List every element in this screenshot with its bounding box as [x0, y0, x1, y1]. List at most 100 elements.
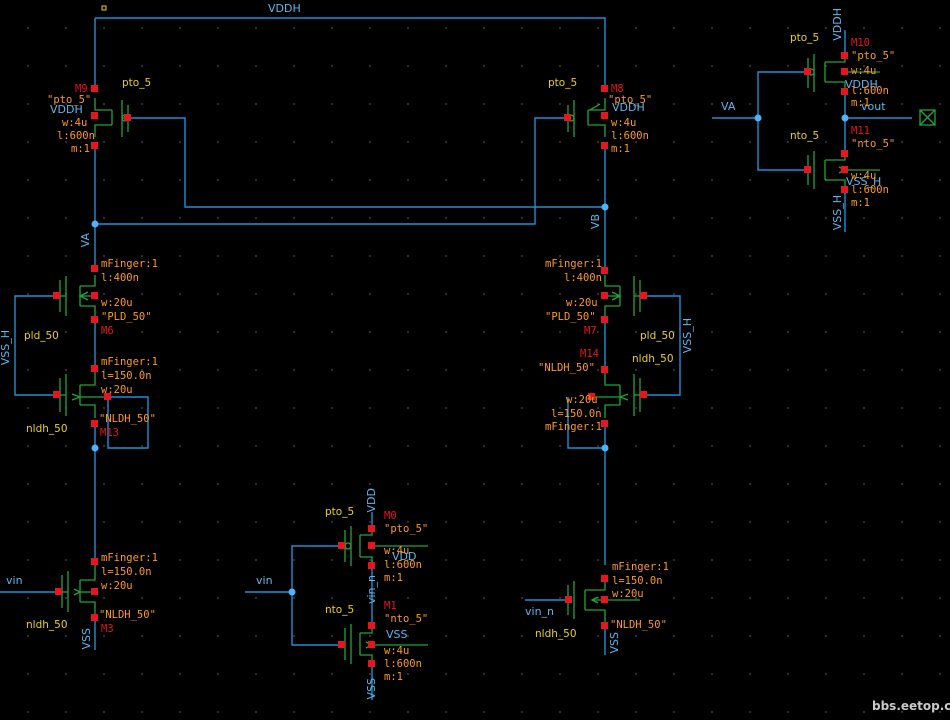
m13-length: l=150.0n: [101, 370, 152, 382]
m2-cell-label: nldh_50: [535, 628, 577, 640]
m11-width: w:4u: [851, 170, 877, 182]
m7-transistor[interactable]: [604, 275, 641, 316]
m3-cell-label: nldh_50: [26, 619, 68, 631]
va-inverter-wire[interactable]: [712, 30, 912, 232]
m7-model: "PLD_50": [545, 311, 596, 323]
net-label-vb: VB: [589, 214, 602, 230]
m9-multiplier: m:1: [71, 143, 90, 155]
m13-instance-name: M13: [100, 427, 119, 439]
m14-cell-label: nldh_50: [632, 353, 674, 365]
m1-width: w:4u: [384, 645, 410, 657]
m10-multiplier: m:1: [851, 97, 870, 109]
m2-width: w:20u: [612, 588, 644, 600]
m0-multiplier: m:1: [384, 572, 403, 584]
vout-output-pin[interactable]: [919, 109, 936, 126]
net-label-vdd-mid: VDD: [365, 488, 378, 513]
m10-cell-label: pto_5: [790, 32, 820, 44]
m7-instance-name: M7: [584, 325, 597, 337]
m7-width: w:20u: [566, 297, 598, 309]
m8-length: l:600n: [611, 130, 649, 142]
m13-model: "NLDH_50": [99, 413, 156, 425]
m1-model: "nto_5": [384, 613, 429, 625]
m11-length: l:600n: [851, 184, 889, 196]
net-label-vddh-inverter-pin: VDDH: [845, 78, 878, 91]
origin-marker: [101, 5, 107, 11]
m0-model: "pto_5": [384, 523, 429, 535]
m0-cell-label: pto_5: [325, 506, 355, 518]
m7-cell-label: pld_50: [640, 330, 675, 342]
m7-fingers: mFinger:1: [545, 258, 602, 270]
vin-mid-wire[interactable]: [245, 545, 345, 646]
net-label-vss-h-right: VSS_H: [681, 318, 694, 354]
m0-instance-name: M0: [384, 510, 397, 522]
m6-length: l:400n: [101, 272, 139, 284]
net-label-vddh-top: VDDH: [268, 2, 301, 15]
net-label-vin-mid: vin: [256, 574, 273, 587]
m1-cell-label: nto_5: [325, 604, 355, 616]
m3-length: l=150.0n: [101, 566, 152, 578]
junction-dots: [91, 114, 849, 596]
net-label-vss-h-inverter: VSS_H: [846, 175, 882, 188]
m0-length: l:600n: [384, 559, 422, 571]
m0-width: w:4u: [384, 545, 410, 557]
m10-length: l:600n: [851, 85, 889, 97]
m10-instance-name: M10: [851, 37, 870, 49]
m3-transistor[interactable]: [61, 565, 96, 615]
net-label-vss-mid-pin: VSS: [386, 628, 408, 641]
m10-width: w:4u: [851, 65, 877, 77]
net-label-vss-left: VSS: [80, 628, 93, 650]
m9-transistor[interactable]: [94, 98, 129, 137]
net-label-vss-mid-bottom: VSS: [365, 678, 378, 700]
m10-model: "pto_5": [851, 50, 896, 62]
m14-fingers: mFinger:1: [545, 421, 602, 433]
m9-model: "pto_5": [47, 94, 92, 106]
net-label-va: VA: [79, 233, 92, 248]
m9-instance-name: M9: [75, 83, 88, 95]
net-label-vss-h-left: VSS_H: [0, 330, 12, 366]
m9-width: w:4u: [62, 117, 88, 129]
m14-width: w:20u: [566, 394, 598, 406]
net-label-vin-n-right: vin_n: [525, 605, 555, 618]
m2-length: l=150.0n: [612, 575, 663, 587]
vddh-wire[interactable]: [94, 17, 606, 88]
m8-transistor[interactable]: [567, 98, 606, 137]
net-label-vin-left: vin: [6, 574, 23, 587]
net-label-vout: vout: [861, 100, 886, 113]
m13-fingers: mFinger:1: [101, 356, 158, 368]
devices: [59, 54, 936, 664]
m14-model: "NLDH_50": [538, 362, 595, 374]
net-label-vdd-mid-pin: VDD: [392, 550, 417, 563]
m8-instance-name: M8: [611, 83, 624, 95]
m6-width: w:20u: [101, 297, 133, 309]
net-label-vddh-inverter-top: VDDH: [831, 8, 844, 41]
m11-instance-name: M11: [851, 125, 870, 137]
m1-instance-name: M1: [384, 600, 397, 612]
m3-fingers: mFinger:1: [101, 552, 158, 564]
net-label-vin-n-mid: vin_n: [365, 575, 378, 605]
m8-model: "pto_5": [608, 94, 653, 106]
m14-instance-name: M14: [580, 348, 599, 360]
m13-width: w:20u: [101, 384, 133, 396]
m7-length: l:400n: [564, 272, 602, 284]
m8-bulk: VDDH: [612, 101, 645, 114]
m8-cell-label: pto_5: [548, 77, 578, 89]
m1-length: l:600n: [384, 658, 422, 670]
vss-h-left-loop[interactable]: [14, 295, 149, 449]
m8-multiplier: m:1: [611, 143, 630, 155]
m9-length: l:600n: [57, 130, 95, 142]
m8-width: w:4u: [611, 117, 637, 129]
watermark: bbs.eetop.cn: [872, 699, 950, 713]
m9-bulk: VDDH: [50, 103, 83, 116]
vss-h-right-loop[interactable]: [567, 295, 681, 449]
m6-transistor[interactable]: [59, 275, 96, 316]
m1-multiplier: m:1: [384, 671, 403, 683]
cross-coupling-wire[interactable]: [95, 117, 605, 225]
m6-fingers: mFinger:1: [101, 258, 158, 270]
m11-model: "nto_5": [851, 138, 896, 150]
m11-multiplier: m:1: [851, 197, 870, 209]
m3-width: w:20u: [101, 580, 133, 592]
m6-instance-name: M6: [101, 325, 114, 337]
m11-cell-label: nto_5: [790, 130, 820, 142]
